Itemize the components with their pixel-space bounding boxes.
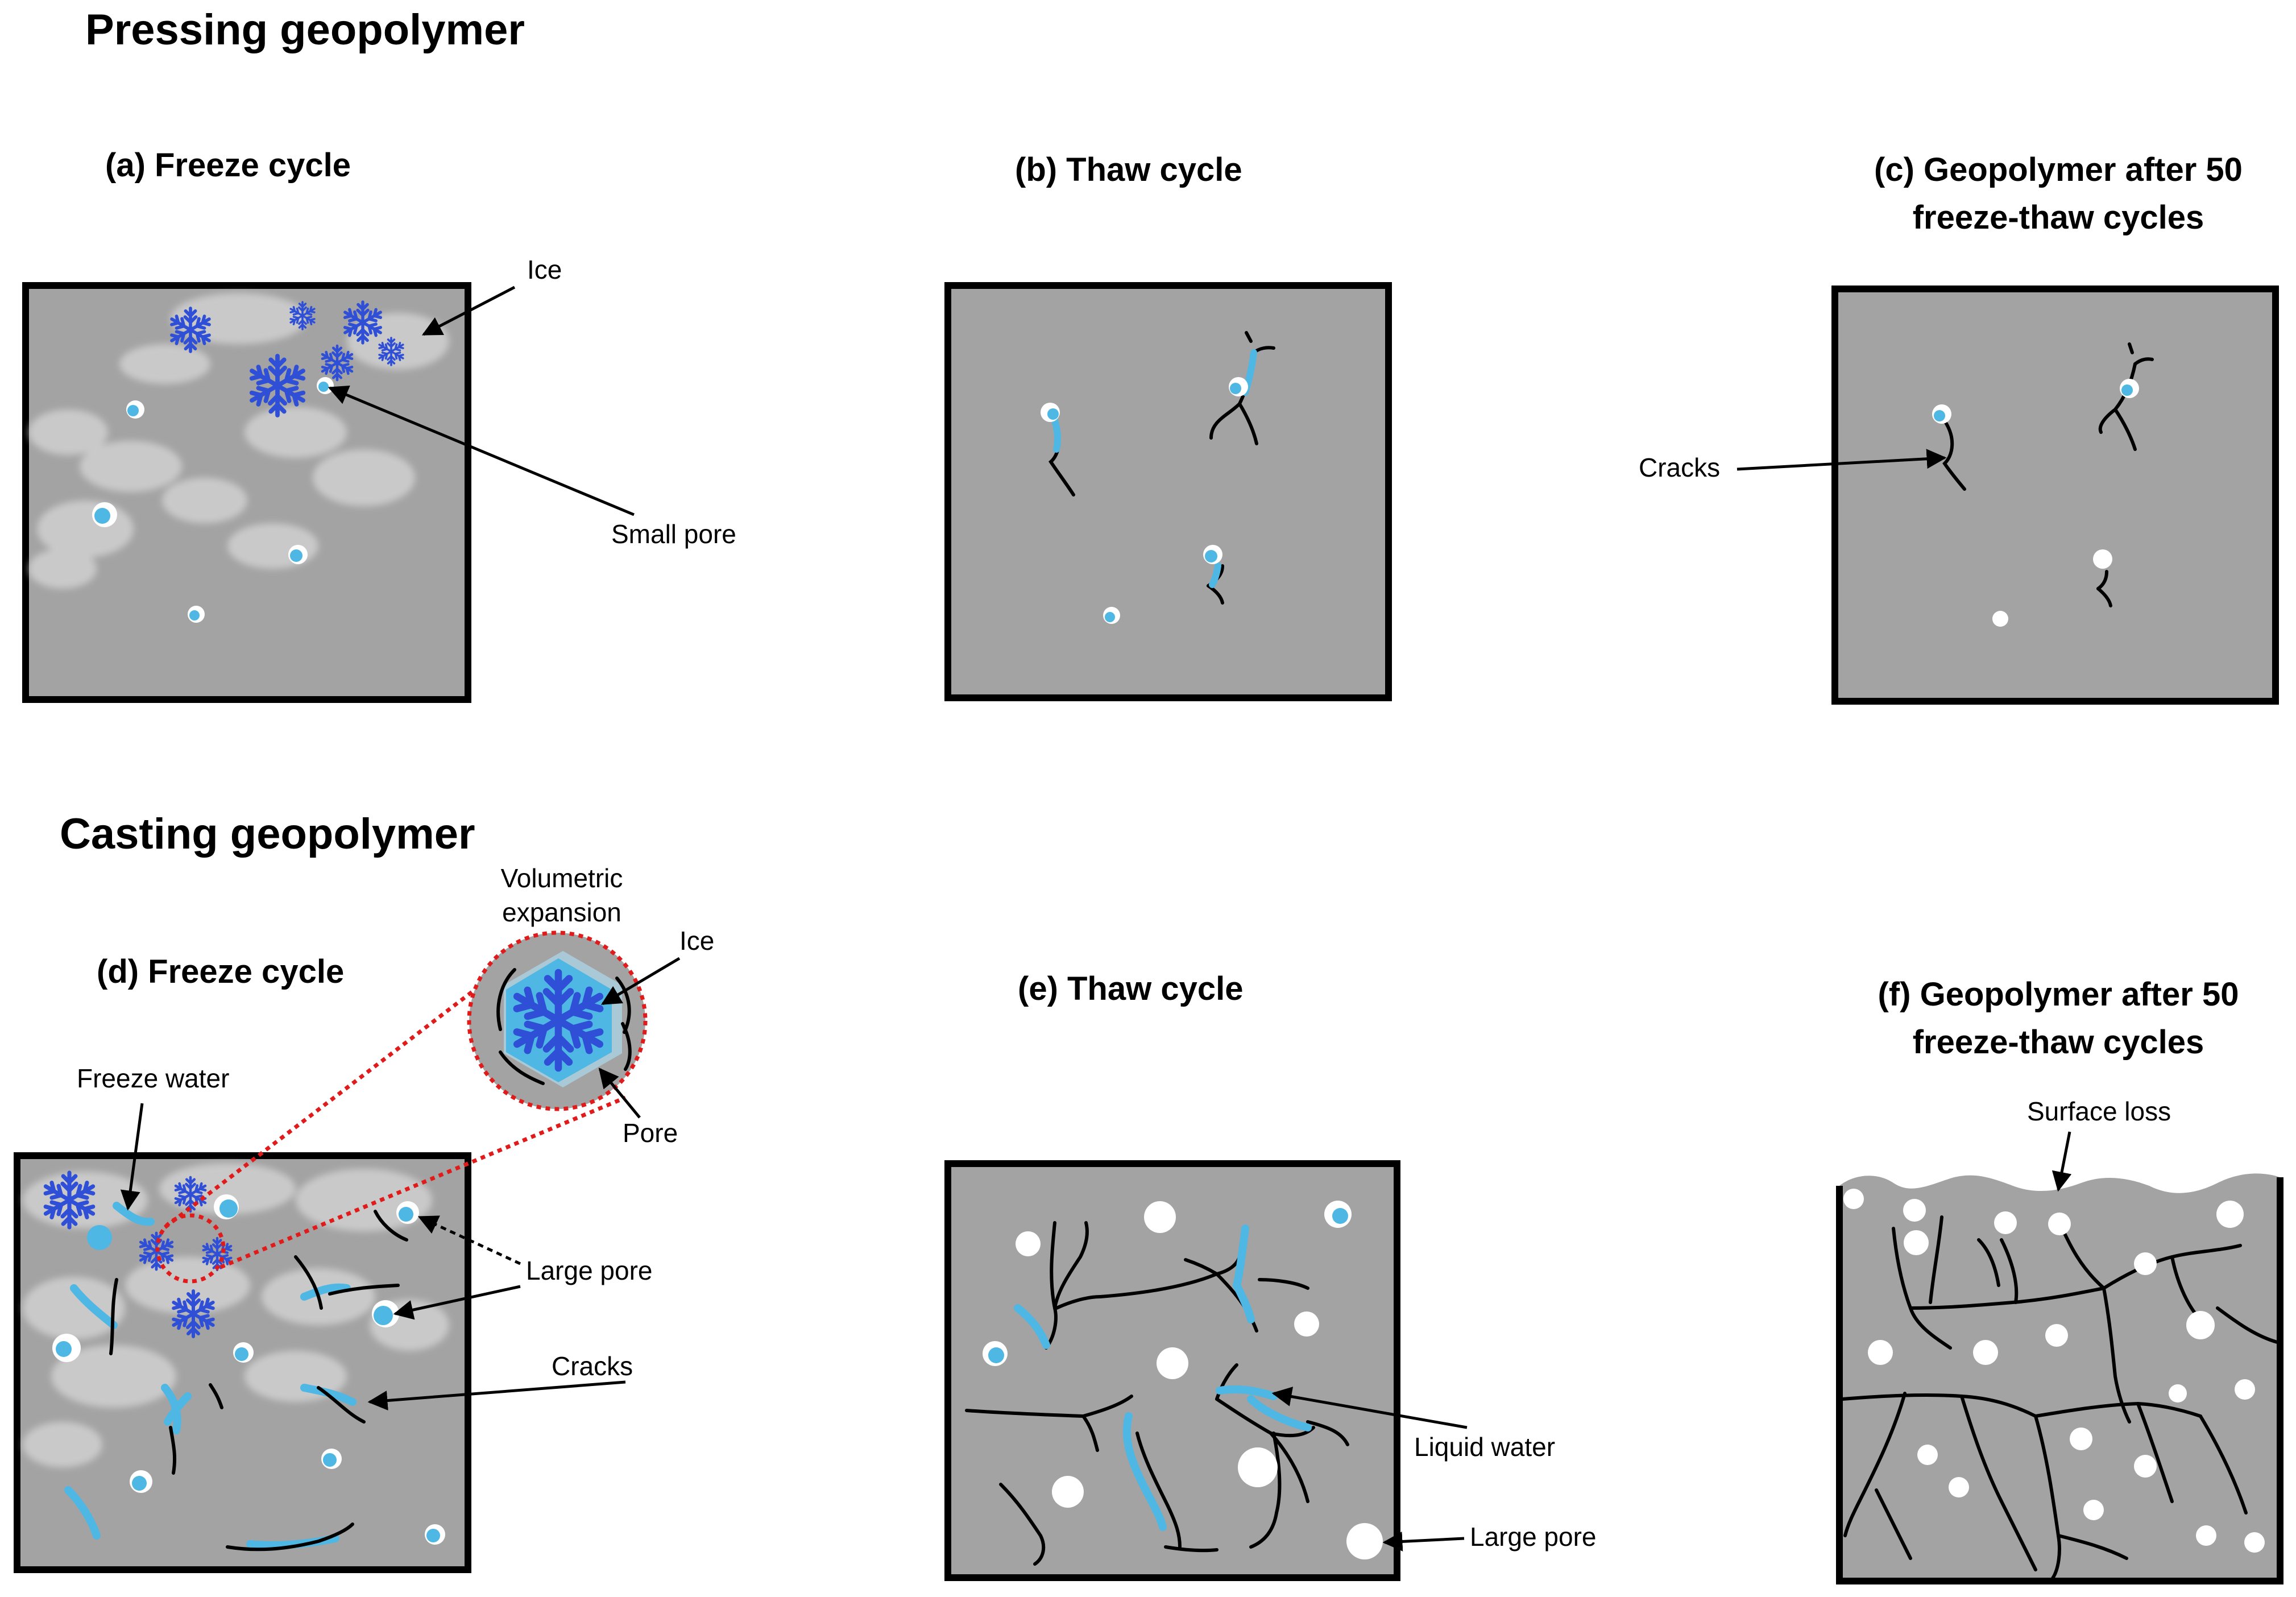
- panel-a-pores: [92, 377, 334, 623]
- large-pore: [2186, 1311, 2215, 1339]
- zoom-circle: [155, 1213, 226, 1284]
- inset-ice-label: Ice: [679, 926, 714, 955]
- panel-a: Ice Small pore: [22, 255, 736, 703]
- large-pore: [2045, 1324, 2068, 1347]
- panel-f-block: [1839, 1173, 2280, 1581]
- large-pore: [1868, 1340, 1893, 1365]
- panel-c-title-line1: (c) Geopolymer after 50: [1874, 151, 2243, 188]
- large-pore: [2169, 1384, 2187, 1402]
- panel-d-cracks: [109, 1210, 408, 1552]
- small-pore: [2093, 549, 2112, 569]
- panel-d: Freeze water Large pore Cracks: [14, 972, 653, 1573]
- large-pore: [2134, 1455, 2157, 1478]
- panel-f-title-line2: freeze-thaw cycles: [1913, 1024, 2204, 1061]
- large-pore: [2048, 1213, 2071, 1235]
- zoom-guide-line: [163, 972, 498, 1229]
- panel-f-pores: [1843, 1189, 2265, 1553]
- large-pore-label-e: Large pore: [1470, 1522, 1597, 1552]
- cracks-label-d: Cracks: [552, 1351, 633, 1381]
- panel-c-block: [1831, 286, 2279, 705]
- cracks-label-c: Cracks: [1639, 453, 1720, 482]
- large-pore-arrow-e: [1382, 1531, 1465, 1552]
- pressing-heading: Pressing geopolymer: [85, 6, 525, 54]
- small-pore: [1992, 611, 2008, 627]
- large-pore: [2244, 1532, 2265, 1553]
- large-pore: [1052, 1476, 1084, 1508]
- inset-pore-label: Pore: [623, 1118, 678, 1148]
- large-pore: [2134, 1252, 2157, 1275]
- surface-loss-label: Surface loss: [2027, 1097, 2171, 1126]
- liquid-water-arrow: [1271, 1387, 1468, 1429]
- panel-e-pores: [983, 1201, 1383, 1559]
- panel-a-title: (a) Freeze cycle: [105, 147, 351, 184]
- large-pore: [2083, 1500, 2104, 1520]
- panel-c: Cracks: [1639, 286, 2279, 705]
- ice-label: Ice: [527, 255, 562, 284]
- panel-c-pores: [1932, 379, 2139, 627]
- large-pore: [1144, 1201, 1176, 1233]
- large-pore: [1949, 1477, 1969, 1497]
- large-pore: [1346, 1523, 1383, 1559]
- large-pore-arrow-1: [417, 1215, 521, 1265]
- panel-b-pores: [1041, 377, 1248, 624]
- large-pore: [87, 1225, 112, 1250]
- small-pore-label: Small pore: [611, 519, 736, 549]
- large-pore-label-d: Large pore: [526, 1256, 653, 1285]
- zoom-guide-line: [219, 1095, 627, 1269]
- freeze-water-label: Freeze water: [77, 1064, 229, 1093]
- inset-ice-arrow: [600, 957, 681, 1006]
- large-pore: [1904, 1230, 1929, 1255]
- volumetric-expansion-line1: Volumetric: [501, 863, 623, 893]
- large-pore: [1157, 1347, 1188, 1379]
- inset-cracks: [496, 968, 632, 1085]
- volumetric-expansion-line2: expansion: [502, 897, 621, 927]
- panel-e: Liquid water Large pore: [944, 1160, 1597, 1581]
- panel-b-block: [944, 282, 1392, 701]
- ice-arrow: [421, 286, 516, 336]
- large-pore: [1917, 1445, 1938, 1465]
- small-pore-arrow: [328, 385, 635, 516]
- cracks-arrow-d: [367, 1380, 626, 1411]
- large-pore: [1016, 1231, 1041, 1256]
- large-pore: [1973, 1340, 1998, 1365]
- pore-inset: Volumetric expansion Ice Pore: [467, 863, 714, 1148]
- panel-c-title-line2: freeze-thaw cycles: [1913, 199, 2204, 236]
- freeze-water-arrow: [120, 1103, 144, 1211]
- panel-e-cracks: [965, 1221, 1349, 1566]
- inset-pore-arrow: [598, 1068, 641, 1119]
- liquid-water-label: Liquid water: [1414, 1432, 1555, 1462]
- large-pore: [1903, 1199, 1926, 1222]
- panel-e-water: [1014, 1224, 1312, 1531]
- panel-b-title: (b) Thaw cycle: [1015, 151, 1242, 188]
- large-pore: [2216, 1201, 2244, 1228]
- panel-d-pores: [52, 1194, 445, 1545]
- large-pore: [1294, 1311, 1319, 1337]
- panel-f: Surface loss: [1836, 1097, 2283, 1584]
- surface-loss-arrow: [2052, 1131, 2072, 1192]
- large-pore: [2235, 1379, 2255, 1400]
- large-pore: [1994, 1211, 2017, 1234]
- casting-heading: Casting geopolymer: [60, 810, 475, 858]
- panel-d-title: (d) Freeze cycle: [97, 953, 344, 990]
- large-pore: [1843, 1189, 1864, 1209]
- large-pore: [1238, 1447, 1278, 1487]
- cracks-arrow-c: [1736, 449, 1947, 471]
- large-pore-arrow-2: [393, 1285, 521, 1320]
- large-pore: [2070, 1428, 2092, 1450]
- panel-b: [944, 282, 1392, 701]
- panel-e-title: (e) Thaw cycle: [1018, 970, 1243, 1007]
- large-pore: [2196, 1525, 2216, 1546]
- panel-f-title-line1: (f) Geopolymer after 50: [1878, 976, 2239, 1013]
